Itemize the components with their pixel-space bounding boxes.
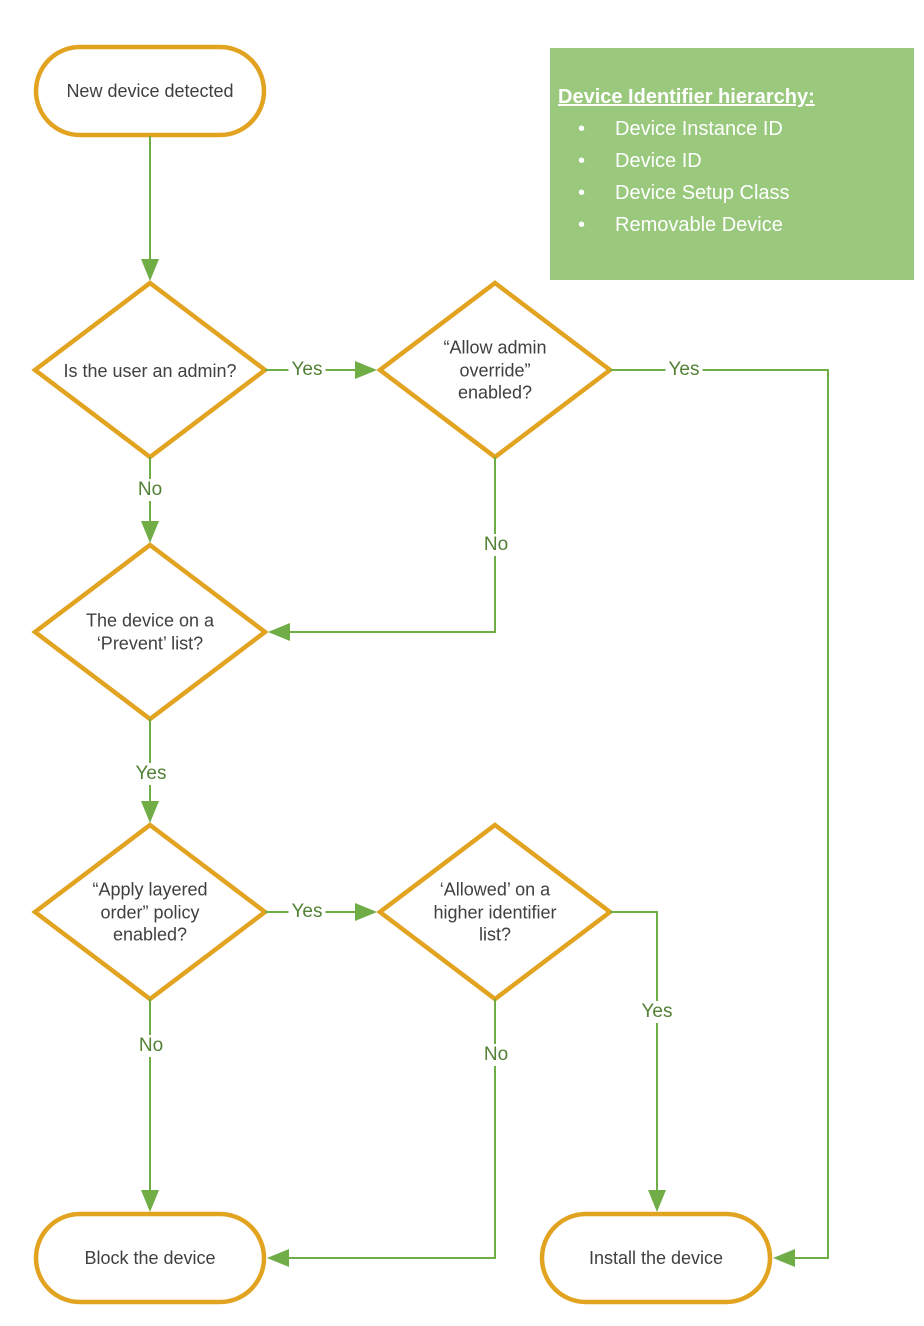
edge-override-no-to-prevent — [268, 457, 496, 641]
edge-label-admin-yes: Yes — [288, 359, 326, 381]
edge-label-prevent-yes: Yes — [132, 763, 170, 785]
allowed-decision-label: ‘Allowed’ on a higher identifier list? — [433, 879, 557, 945]
edge-label-override-yes: Yes — [665, 359, 703, 381]
edge-label-layered-yes: Yes — [288, 901, 326, 923]
edge-label-admin-no: No — [134, 479, 166, 501]
block-node-shape — [33, 1211, 267, 1305]
edge-allowed-no-to-block — [267, 999, 496, 1267]
edge-label-layered-no: No — [135, 1035, 167, 1057]
edge-label-override-no: No — [480, 534, 512, 556]
edge-label-allowed-yes: Yes — [638, 1001, 676, 1023]
install-node-shape — [539, 1211, 773, 1305]
legend-item: Device Setup Class — [558, 182, 904, 205]
device-identifier-hierarchy-box: Device Identifier hierarchy: Device Inst… — [550, 48, 914, 280]
legend-item: Device Instance ID — [558, 118, 904, 141]
override-decision-label: “Allow admin override” enabled? — [443, 337, 547, 403]
legend-list: Device Instance ID Device ID Device Setu… — [558, 118, 904, 237]
admin-decision-label: Is the user an admin? — [63, 360, 237, 381]
legend-item: Removable Device — [558, 214, 904, 237]
start-node-shape — [33, 44, 267, 138]
legend-item: Device ID — [558, 150, 904, 173]
legend-title: Device Identifier hierarchy: — [558, 86, 815, 108]
edge-allowed-yes-to-install — [610, 911, 666, 1212]
start-node-label: New device detected — [66, 80, 234, 101]
layered-decision-label: “Apply layered order” policy enabled? — [92, 879, 208, 945]
prevent-decision-label: The device on a ‘Prevent’ list? — [85, 610, 215, 654]
install-node-label: Install the device — [588, 1247, 724, 1268]
edge-label-allowed-no: No — [480, 1044, 512, 1066]
block-node-label: Block the device — [84, 1247, 216, 1268]
edge-override-yes-to-install — [610, 369, 829, 1267]
